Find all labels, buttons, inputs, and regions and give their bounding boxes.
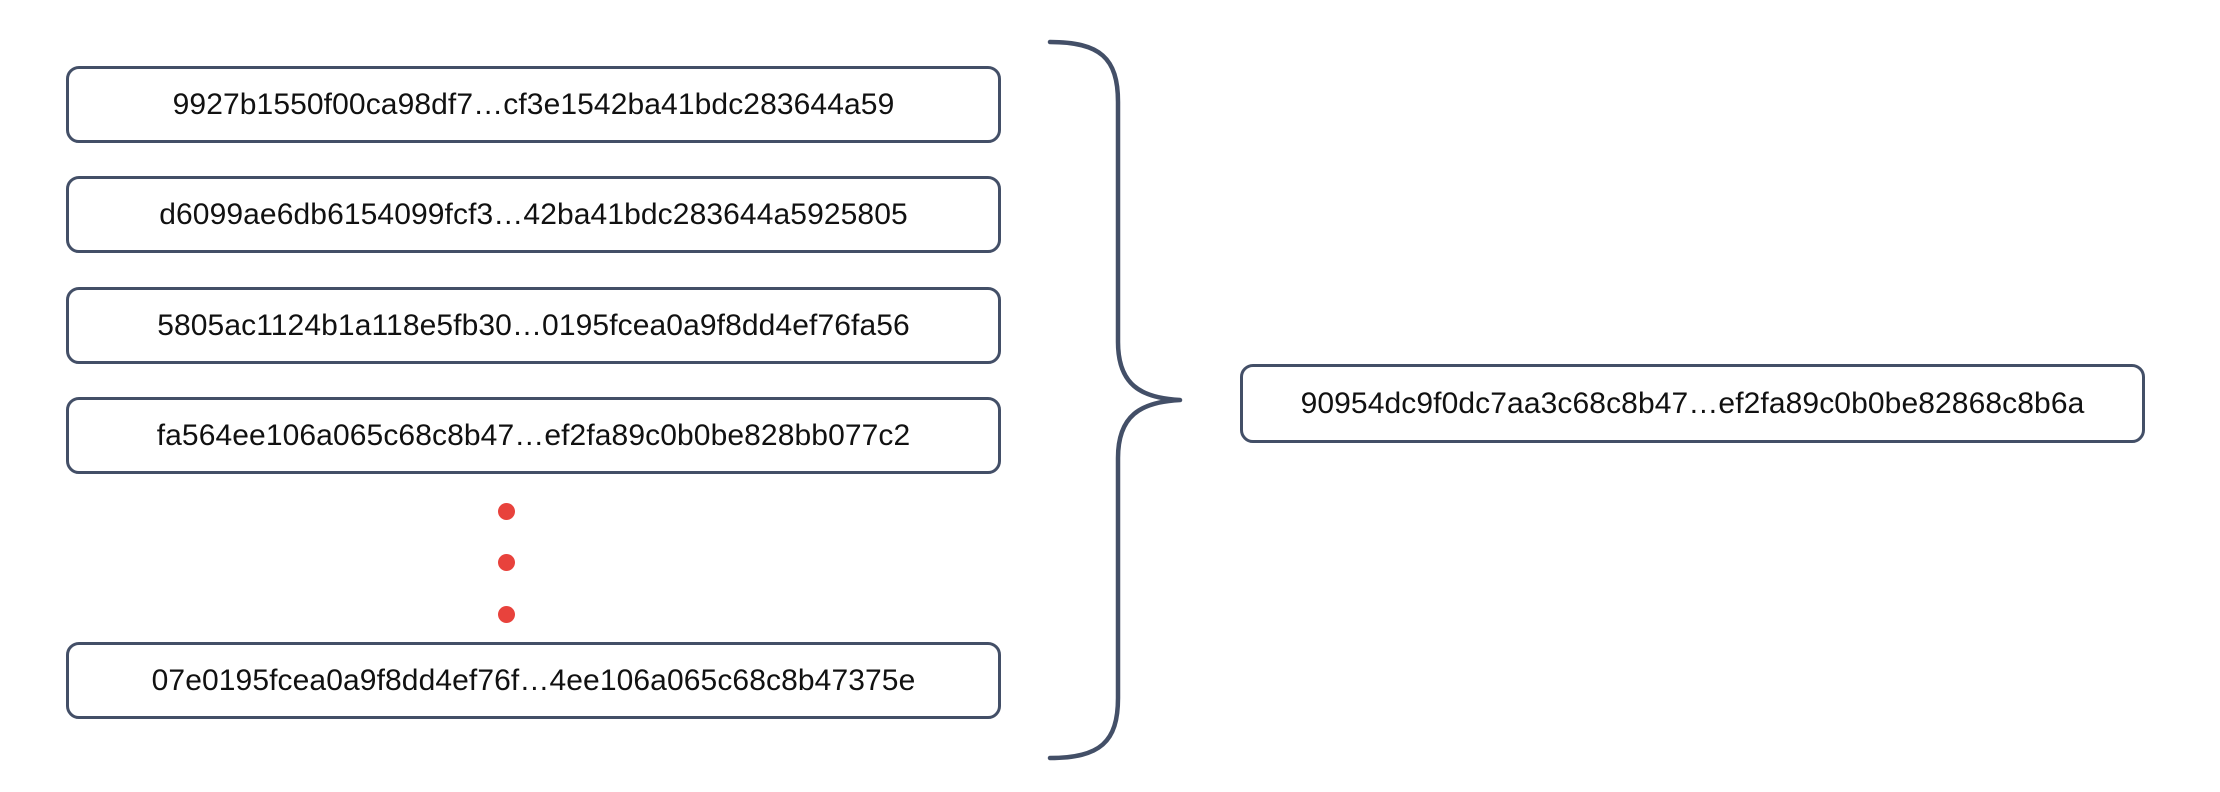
input-hash-text-3: 5805ac1124b1a118e5fb30…0195fcea0a9f8dd4e… [157, 308, 910, 342]
aggregated-hash-box[interactable]: 90954dc9f0dc7aa3c68c8b47…ef2fa89c0b0be82… [1240, 364, 2145, 443]
input-hash-text-last: 07e0195fcea0a9f8dd4ef76f…4ee106a065c68c8… [151, 663, 916, 697]
ellipsis-dot-icon [498, 606, 515, 623]
input-hash-text-2: d6099ae6db6154099fcf3…42ba41bdc283644a59… [159, 197, 908, 231]
ellipsis-dot-icon [498, 554, 515, 571]
grouping-brace-icon [1040, 36, 1190, 764]
input-hash-text-4: fa564ee106a065c68c8b47…ef2fa89c0b0be828b… [156, 418, 911, 452]
input-hash-box-last[interactable]: 07e0195fcea0a9f8dd4ef76f…4ee106a065c68c8… [66, 642, 1001, 719]
input-hash-box-3[interactable]: 5805ac1124b1a118e5fb30…0195fcea0a9f8dd4e… [66, 287, 1001, 364]
input-hash-box-2[interactable]: d6099ae6db6154099fcf3…42ba41bdc283644a59… [66, 176, 1001, 253]
aggregated-hash-text: 90954dc9f0dc7aa3c68c8b47…ef2fa89c0b0be82… [1300, 386, 2085, 420]
input-hash-box-4[interactable]: fa564ee106a065c68c8b47…ef2fa89c0b0be828b… [66, 397, 1001, 474]
input-hash-text-1: 9927b1550f00ca98df7…cf3e1542ba41bdc28364… [172, 87, 895, 121]
input-hash-box-1[interactable]: 9927b1550f00ca98df7…cf3e1542ba41bdc28364… [66, 66, 1001, 143]
ellipsis-dot-icon [498, 503, 515, 520]
